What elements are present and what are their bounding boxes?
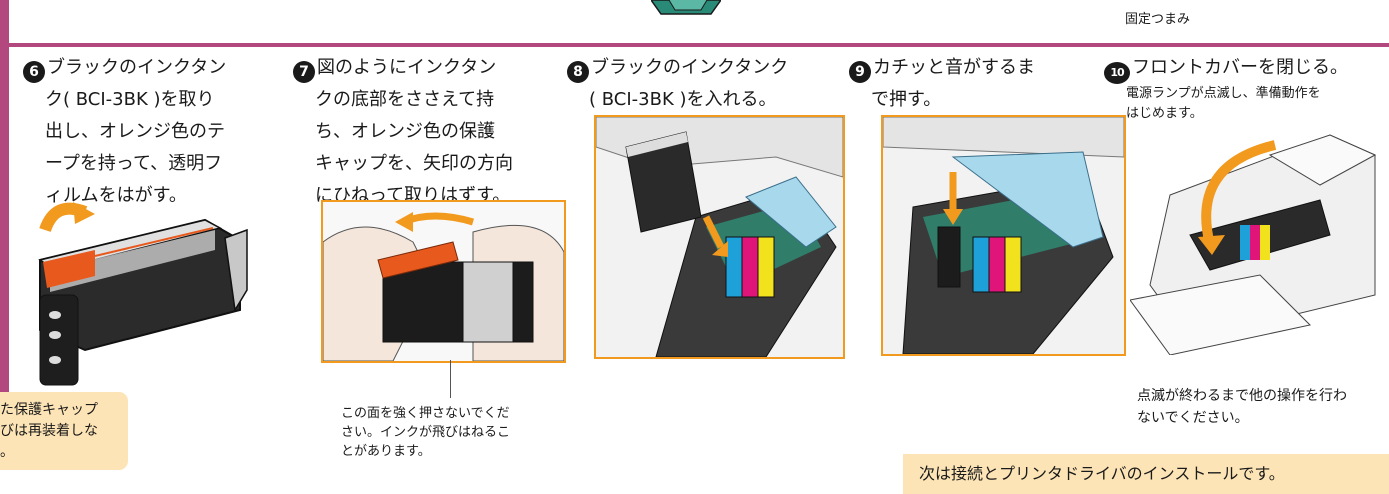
step-7-body: クの底部をささえて持 ち、オレンジ色の保護 キャップを、矢印の方向 にひねって取… xyxy=(293,84,563,212)
step-6-number: 6 xyxy=(23,61,45,83)
ink-tank-film-illustration xyxy=(38,202,248,386)
step-9-body: で押す。 xyxy=(849,84,1089,116)
close-front-cover-illustration xyxy=(1130,134,1377,355)
remove-cap-illustration xyxy=(323,202,564,361)
step-9-title-text: カチッと音がするま xyxy=(873,57,1035,78)
step-10-sub-line: はじめます。 xyxy=(1126,106,1203,121)
step-8-line: ( BCI-3BK )を入れる。 xyxy=(589,89,777,110)
caption-line: ないでください。 xyxy=(1137,410,1249,426)
step-8-number: 8 xyxy=(567,61,589,83)
section-divider xyxy=(9,43,1389,47)
step-6-line: ィルムをはがす。 xyxy=(45,185,187,206)
step-9-photo xyxy=(881,115,1126,356)
cap-warning-note: た保護キャップ びは再装着しな 。 xyxy=(0,392,128,470)
note-line: 。 xyxy=(0,444,14,460)
step-6-body: ク( BCI-3BK )を取り 出し、オレンジ色のテ ープを持って、透明フ ィル… xyxy=(23,84,288,212)
step-10-subnote: 電源ランプが点滅し、準備動作を はじめます。 xyxy=(1104,84,1389,124)
note-line: た保護キャップ xyxy=(0,402,98,418)
step-8-title-text: ブラックのインクタンク xyxy=(591,57,789,78)
step-9-number: 9 xyxy=(849,61,871,83)
blinking-caption: 点滅が終わるまで他の操作を行わ ないでください。 xyxy=(1137,385,1389,429)
left-accent-bar xyxy=(0,0,9,412)
step-10-sub-line: 電源ランプが点滅し、準備動作を xyxy=(1126,86,1321,101)
caption-line: 点滅が終わるまで他の操作を行わ xyxy=(1137,388,1347,404)
caption-line: この面を強く押さないでくだ xyxy=(341,406,510,421)
step-7-photo xyxy=(321,200,566,363)
step-7-line: ち、オレンジ色の保護 xyxy=(315,121,495,142)
step-6-title-text: ブラックのインクタン xyxy=(47,57,227,78)
caption-line: とがあります。 xyxy=(341,444,431,459)
step-6-line: ク( BCI-3BK )を取り xyxy=(45,89,215,110)
step-7-line: キャップを、矢印の方向 xyxy=(315,153,513,174)
step-9-line: で押す。 xyxy=(871,89,942,110)
step-7-title-text: 図のようにインクタン xyxy=(317,57,497,78)
fixing-knob-caption: 固定つまみ xyxy=(1125,12,1191,27)
step-7-line: クの底部をささえて持 xyxy=(315,89,495,110)
step-6-line: 出し、オレンジ色のテ xyxy=(45,121,225,142)
step-7-number: 7 xyxy=(293,61,315,83)
note-line: びは再装着しな xyxy=(0,423,98,439)
press-tank-illustration xyxy=(883,117,1124,354)
step-6-line: ープを持って、透明フ xyxy=(45,153,223,174)
step-8-body: ( BCI-3BK )を入れる。 xyxy=(567,84,857,116)
caption-line: さい。インクが飛びはねるこ xyxy=(341,425,511,440)
step-10-number: 10 xyxy=(1104,62,1130,84)
printer-part-illustration xyxy=(651,0,721,15)
callout-line xyxy=(450,360,451,398)
step-8-photo xyxy=(594,115,845,359)
step-10-title-text: フロントカバーを閉じる。 xyxy=(1132,57,1348,78)
press-warning-caption: この面を強く押さないでくだ さい。インクが飛びはねるこ とがあります。 xyxy=(341,404,571,461)
next-step-banner: 次は接続とプリンタドライバのインストールです。 xyxy=(903,454,1389,494)
insert-black-tank-illustration xyxy=(596,117,843,357)
